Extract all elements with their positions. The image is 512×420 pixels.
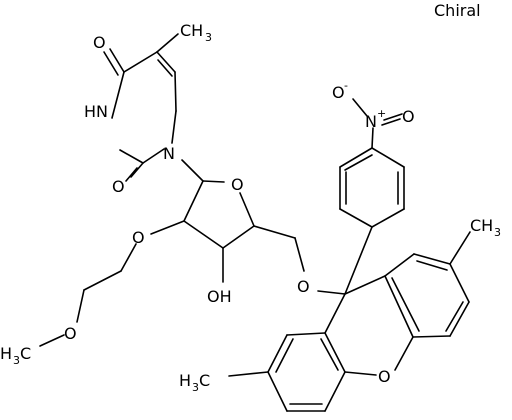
bond-c3prime-c2prime: [183, 220, 224, 249]
bond-r-methyl: [449, 231, 471, 265]
atom-methyl-top-subscript: 3: [205, 31, 212, 44]
bond-r-2: [413, 253, 451, 265]
bond-c4-c5: [123, 51, 158, 73]
bond-l-2: [267, 334, 288, 373]
bond-c6-n1: [174, 71, 177, 112]
bond-c5-c6: [156, 51, 176, 73]
atom-furanose-o: O: [231, 175, 244, 194]
atom-methoxy-o: O: [64, 324, 77, 343]
atom-oxo-bottom: O: [112, 177, 125, 196]
bond-c4-o: [109, 48, 125, 73]
atom-nitro-n: N: [365, 112, 377, 131]
bond-r-4: [449, 301, 470, 337]
atom-oxo-top: O: [93, 33, 106, 52]
atom-nitro-o2: O: [402, 107, 415, 126]
bond-r-1: [384, 253, 415, 277]
atom-methyl-right-subscript: 3: [494, 226, 501, 239]
bond-l-2-double: [275, 338, 294, 373]
bond-c1prime-o: [202, 180, 225, 183]
atom-methoxy-c: C: [20, 344, 31, 363]
bond-ph-nitro: [371, 127, 374, 149]
bond-ph-4: [339, 208, 373, 228]
bond-r-5: [412, 335, 451, 338]
atom-nitro-plus: +: [377, 107, 386, 120]
bond-n1-c1prime: [181, 159, 204, 182]
atom-xanthene-o: O: [378, 367, 391, 386]
bond-r-6: [384, 275, 414, 338]
bond-n-o1: [352, 98, 368, 117]
bond-ph-c9: [344, 226, 373, 295]
bond-l-3: [267, 371, 288, 412]
bond-c2prime-o: [150, 220, 185, 235]
bond-c5-methyl: [156, 33, 179, 53]
atom-methoxy-subscript: 3: [13, 354, 20, 367]
bond-c4-o-double: [103, 51, 119, 76]
bond-l-1: [286, 332, 326, 336]
bond-r-xo: [394, 336, 414, 371]
bond-ch2-ch2: [83, 270, 122, 291]
bond-c2-o: [130, 162, 144, 178]
bond-n1-ring: [171, 110, 177, 144]
xanthene-right-ring-bonds: [344, 231, 471, 371]
bond-l-5: [324, 371, 346, 412]
atom-methoxy-h: H: [0, 344, 12, 363]
trityl-center-bonds: [317, 290, 346, 295]
bond-r-4-double: [445, 301, 464, 332]
furanose-ring-bonds: [150, 180, 305, 283]
bond-r-6-double: [391, 277, 420, 332]
bond-c2-o-double: [125, 167, 138, 182]
atom-hydroxyl: OH: [207, 287, 232, 306]
atom-methyl-top: CH: [180, 21, 203, 40]
methoxyethyl-chain-bonds: [39, 243, 137, 347]
xanthene-left-ring-bonds: [228, 293, 377, 412]
bond-c2-n3: [119, 149, 144, 164]
bond-ph-3: [371, 208, 405, 228]
atom-imide-nh: HN: [84, 102, 108, 121]
atom-nitro-minus: -: [344, 79, 348, 92]
bond-n-o2: [383, 113, 403, 121]
bond-c9-right: [344, 275, 386, 295]
bond-n3-c4: [111, 71, 125, 119]
bond-r-2-double: [416, 260, 448, 271]
bond-ch2-o: [76, 289, 85, 323]
bond-o-ch2: [120, 243, 137, 272]
bond-n-o2-double: [381, 118, 401, 126]
bond-c4prime-c3prime: [222, 225, 255, 249]
bond-c5-c6-double: [157, 59, 173, 77]
thymine-ring-bonds: [103, 33, 204, 182]
bond-ph-1: [371, 147, 405, 168]
bond-r-3: [449, 263, 470, 303]
bond-ph-6-double: [344, 154, 373, 171]
bond-o-c4prime: [239, 192, 255, 227]
atom-methyl-left-h: H: [179, 371, 191, 390]
bond-c5prime-o: [294, 237, 305, 272]
bond-n1-c2: [142, 148, 165, 164]
bond-l-6-double: [320, 338, 339, 371]
bond-l-6: [324, 332, 346, 373]
atom-ring-n: N: [163, 144, 175, 163]
atom-nitro-o1: O: [332, 83, 345, 102]
bond-o-c9: [317, 290, 346, 295]
bond-c4prime-c5prime: [253, 225, 296, 239]
bond-l-xo: [344, 371, 377, 376]
bond-l-methyl: [228, 371, 269, 377]
atom-trityl-o: O: [297, 277, 310, 296]
bond-ph-6: [339, 147, 373, 168]
nitrophenyl-ring-bonds: [339, 98, 405, 295]
atom-methyl-right: CH: [470, 216, 493, 235]
atom-ether-o: O: [132, 228, 145, 247]
chiral-label: Chiral: [434, 1, 481, 20]
atom-methyl-left-c: C: [199, 371, 210, 390]
bond-c9-left: [324, 293, 346, 334]
bond-c2prime-c1prime: [183, 180, 204, 222]
bond-o-ch3: [39, 334, 65, 347]
atom-methyl-left-subscript: 3: [192, 381, 199, 394]
